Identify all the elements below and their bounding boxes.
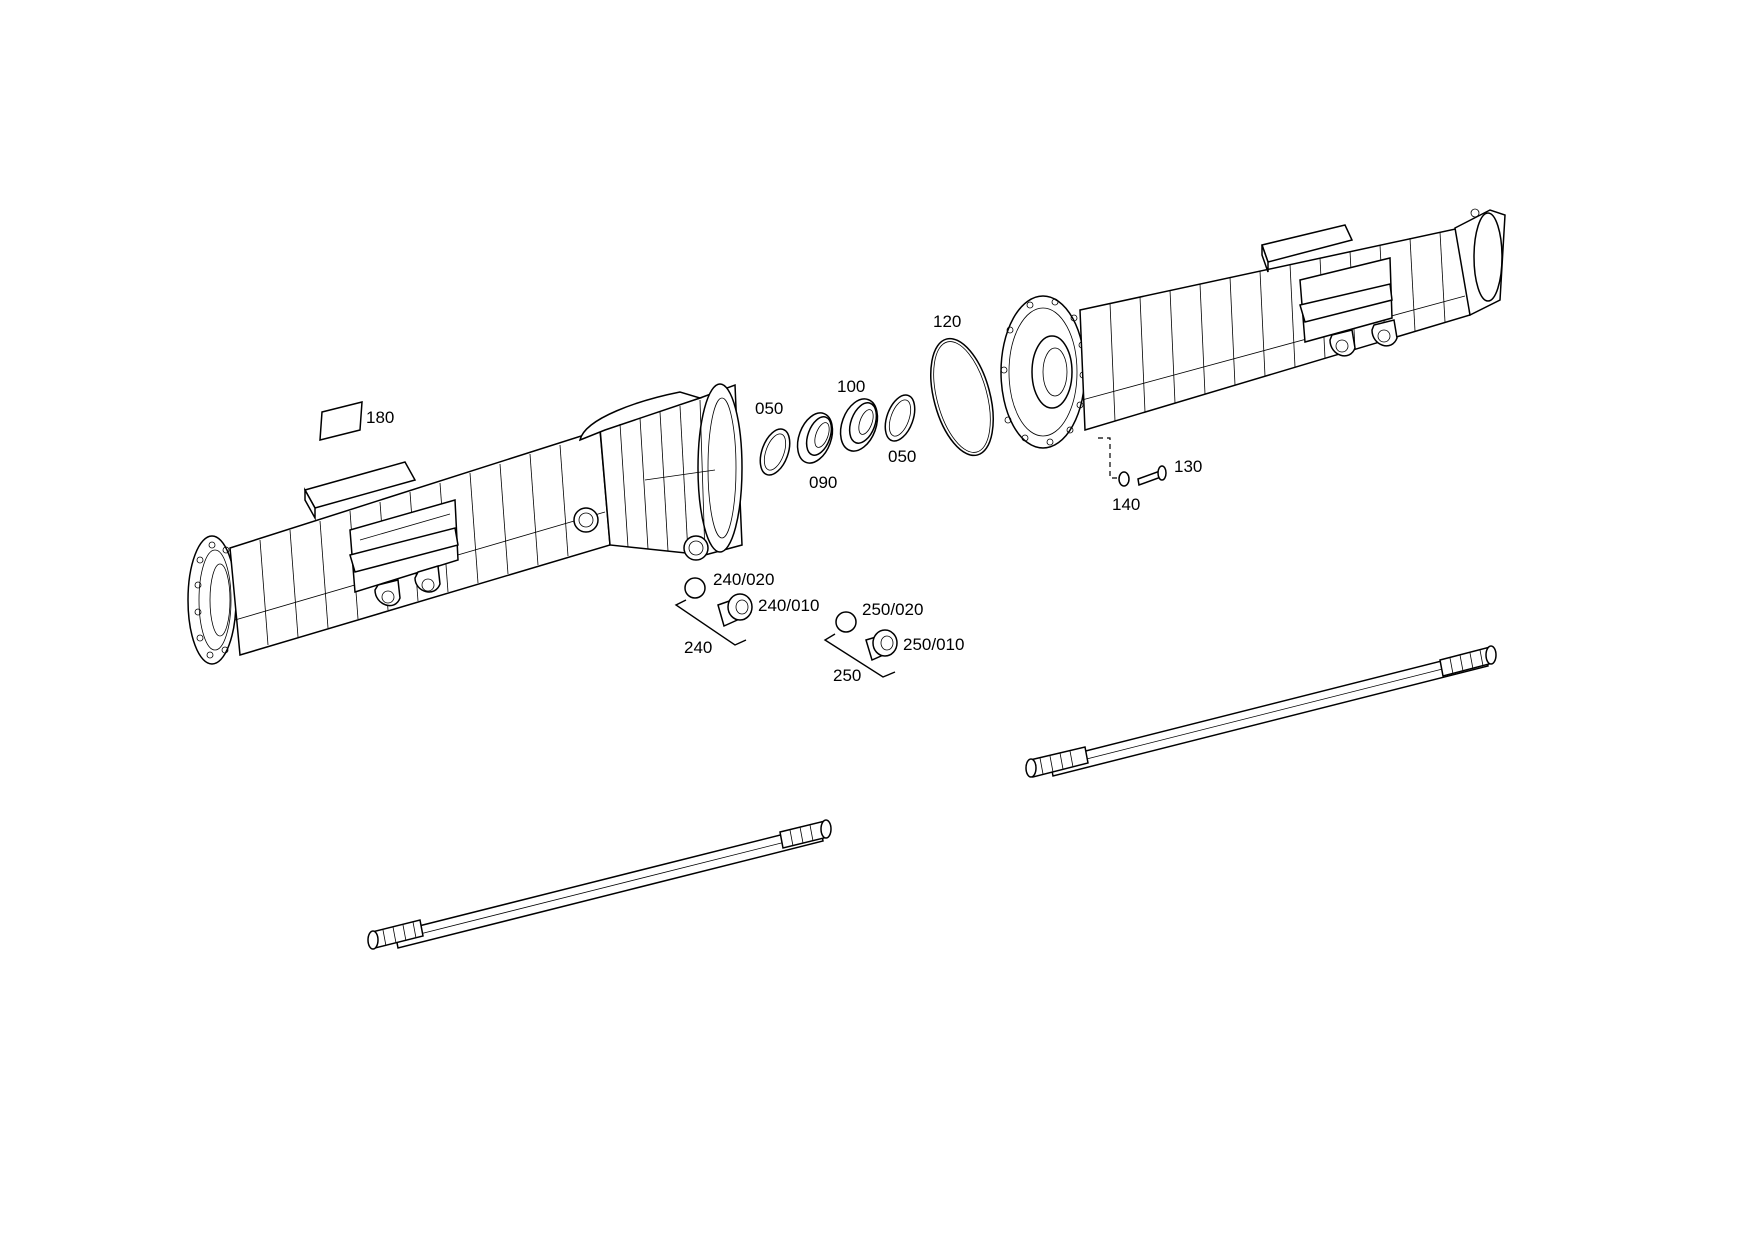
seal-180: [319, 401, 363, 441]
callout-250-010: 250/010: [903, 635, 964, 654]
callout-140: 140: [1112, 495, 1140, 514]
right-drive-shaft: [1025, 645, 1497, 778]
callout-100: 100: [837, 377, 865, 396]
callout-240-010: 240/010: [758, 596, 819, 615]
callout-120: 120: [933, 312, 961, 331]
o-ring-120: [930, 337, 994, 457]
washer-140: [1118, 471, 1130, 487]
fastener-leader: [1098, 437, 1118, 479]
callout-090: 090: [809, 473, 837, 492]
shim-050-right: [884, 394, 916, 442]
callout-050-right: 050: [888, 447, 916, 466]
bearing-090: [796, 412, 834, 464]
callout-240: 240: [684, 638, 712, 657]
shim-050-left: [759, 428, 791, 476]
screw-130: [1137, 465, 1167, 487]
plug-assembly-240: [674, 577, 753, 646]
left-drive-shaft: [367, 819, 832, 950]
callout-240-020: 240/020: [713, 570, 774, 589]
plug-assembly-250: [823, 611, 898, 678]
callout-250: 250: [833, 666, 861, 685]
callout-130: 130: [1174, 457, 1202, 476]
callout-050-left: 050: [755, 399, 783, 418]
left-axle-housing: [187, 383, 743, 665]
right-axle-housing: [1000, 208, 1506, 449]
bearing-100: [839, 398, 879, 452]
callout-250-020: 250/020: [862, 600, 923, 619]
callout-180: 180: [366, 408, 394, 427]
